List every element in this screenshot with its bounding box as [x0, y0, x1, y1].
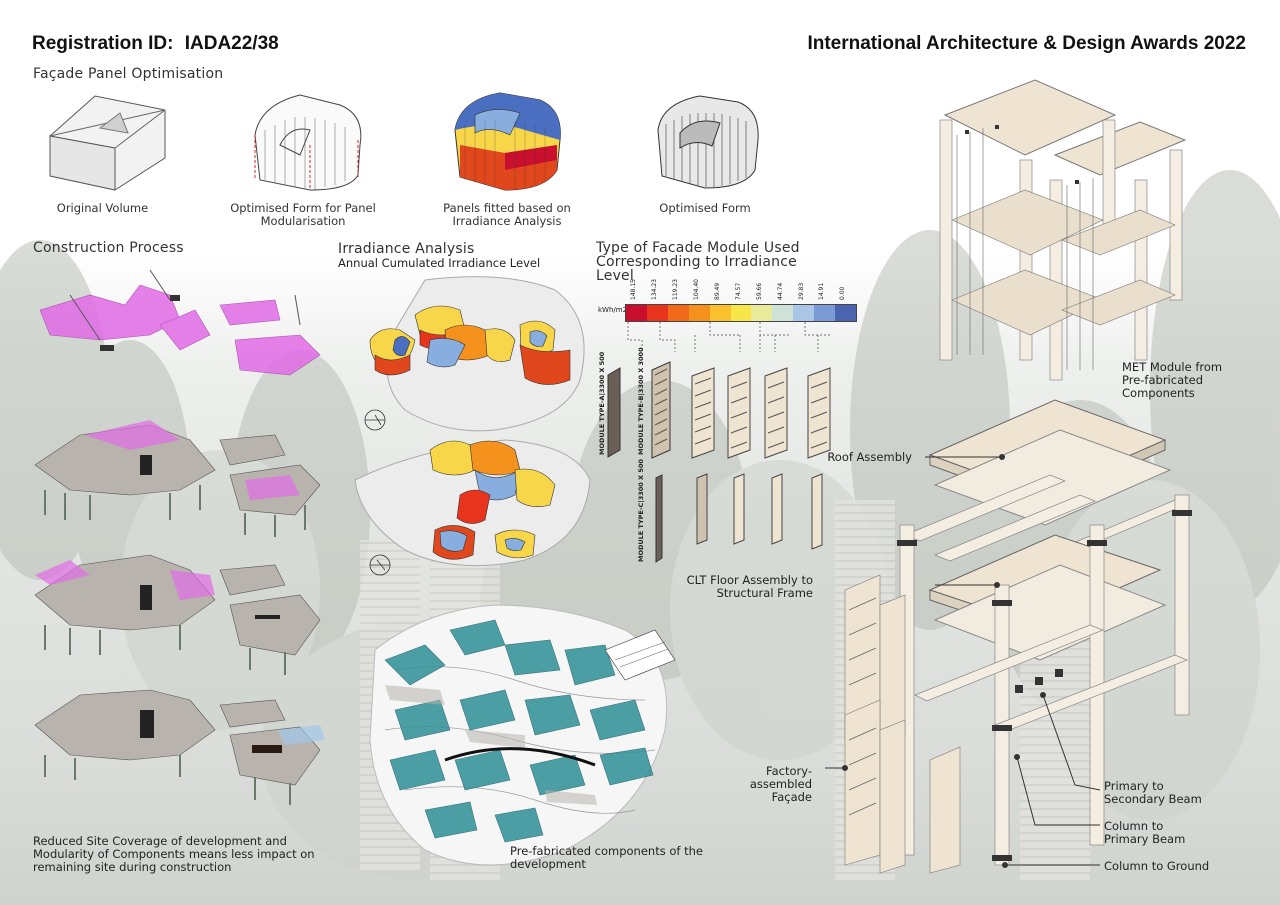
prefab-caption: Pre-fabricated components of the develop…	[510, 844, 703, 871]
scale-tick-label: 74.57	[734, 282, 742, 300]
module-type-a-label: MODULE TYPE-A|3300 X 500	[598, 351, 606, 455]
registration-id: IADA22/38	[184, 33, 279, 54]
registration-line: Registration ID: IADA22/38	[32, 33, 279, 55]
scale-tick-label: 104.40	[692, 279, 700, 300]
scale-swatch	[730, 305, 752, 321]
original-volume-drawing	[49, 95, 166, 191]
construction-stages-drawing	[34, 269, 325, 805]
module-type-c-label: MODULE TYPE-C|3300 X 500	[637, 459, 645, 562]
step-label-optimised-form: Optimised Form	[659, 201, 751, 215]
irradiance-color-scale	[625, 304, 857, 322]
scale-unit: kWh/m2	[598, 306, 628, 314]
scale-swatch	[688, 305, 710, 321]
scale-tick-label: 119.23	[672, 279, 680, 300]
module-frame-panels	[691, 367, 831, 459]
construction-stage-3	[34, 554, 321, 675]
step-label-original: Original Volume	[56, 201, 149, 215]
scale-swatch	[626, 305, 647, 321]
irradiance-buildings-top	[369, 305, 571, 385]
scale-tick-label: 59.66	[755, 282, 763, 300]
scale-tick-label: 14.91	[818, 282, 826, 300]
irradiance-buildings-bottom	[429, 440, 556, 560]
scale-swatch	[835, 305, 856, 321]
label-primary-to-secondary-beam: Primary to Secondary Beam	[1104, 779, 1202, 806]
scale-tick-label: 29.83	[797, 282, 805, 300]
optimised-form-drawing	[254, 94, 362, 191]
facade-optimisation-title: Façade Panel Optimisation	[33, 66, 224, 82]
irradiance-scale-ticks: 148.15 134.23 119.23 104.40 89.49 74.57 59.66 4…	[625, 279, 855, 301]
label-column-to-ground: Column to Ground	[1104, 859, 1210, 873]
scale-swatch	[793, 305, 815, 321]
award-title: International Architecture & Design Awar…	[807, 33, 1246, 54]
facade-module-title: Type of Facade Module Used Corresponding…	[596, 240, 800, 284]
irradiance-title: Irradiance Analysis	[338, 241, 475, 257]
scale-tick-label: 89.49	[713, 282, 721, 300]
label-clt-floor-assembly: CLT Floor Assembly to Structural Frame	[686, 573, 813, 600]
module-type-a-panel	[607, 367, 621, 458]
construction-stage-4	[34, 689, 325, 805]
met-module-drawing	[939, 79, 1187, 381]
prefab-masterplan-drawing	[369, 604, 676, 866]
registration-label: Registration ID:	[32, 33, 174, 54]
construction-title: Construction Process	[33, 240, 184, 256]
label-factory-facade: Factory-assembled Façade	[749, 764, 812, 804]
scale-tick-label: 148.15	[630, 279, 638, 300]
optimised-form-final-drawing	[657, 95, 759, 189]
irradiance-subtitle: Annual Cumulated Irradiance Level	[338, 256, 541, 270]
module-type-c-panels	[655, 473, 823, 563]
module-type-b-label: MODULE TYPE-B|3300 X 3000	[637, 347, 645, 455]
label-column-to-primary-beam: Column to Primary Beam	[1104, 819, 1186, 846]
exploded-assembly-drawing	[825, 399, 1192, 874]
facade-module-panels	[607, 322, 831, 563]
module-type-b-panel	[651, 361, 671, 459]
construction-stage-1	[39, 269, 321, 376]
step-label-optimised-modular: Optimised Form for Panel Modularisation	[230, 201, 376, 228]
construction-caption: Reduced Site Coverage of development and…	[33, 834, 315, 874]
scale-tick-label: 134.23	[651, 279, 659, 300]
scale-swatch	[646, 305, 668, 321]
irradiance-panels-drawing	[454, 92, 561, 191]
scale-swatch	[772, 305, 794, 321]
step-label-panels-irradiance: Panels fitted based on Irradiance Analys…	[443, 201, 571, 228]
irradiance-site-drawing	[354, 276, 591, 576]
construction-stage-2	[34, 420, 321, 537]
scale-swatch	[814, 305, 836, 321]
scale-swatch	[751, 305, 773, 321]
scale-swatch	[709, 305, 731, 321]
scale-swatch	[667, 305, 689, 321]
scale-tick-label: 0.00	[839, 286, 847, 300]
scale-tick-label: 44.74	[776, 282, 784, 300]
met-module-caption: MET Module from Pre-fabricated Component…	[1122, 360, 1223, 400]
label-roof-assembly: Roof Assembly	[827, 450, 912, 464]
